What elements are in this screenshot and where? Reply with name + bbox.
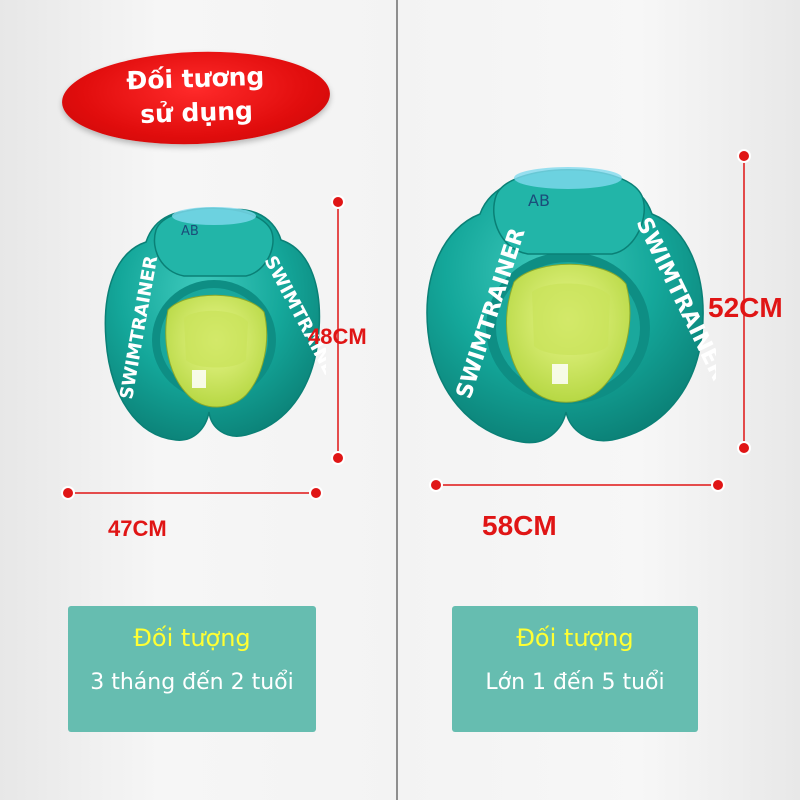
large-width-dimension <box>429 478 725 492</box>
small-height-dimension <box>331 195 345 465</box>
svg-text:AB: AB <box>181 224 199 239</box>
small-target-age: 3 tháng đến 2 tuổi <box>90 670 294 695</box>
center-divider <box>396 0 398 800</box>
large-width-label: 58CM <box>482 510 557 541</box>
target-users-badge: Đối tương sử dụng <box>60 47 332 149</box>
large-swim-float-image: AB SWIMTRAINER SWIMTRAINER <box>426 167 716 444</box>
small-target-box: Đối tượng 3 tháng đến 2 tuổi <box>68 606 316 732</box>
small-width-dimension <box>61 486 323 500</box>
small-target-title: Đối tượng <box>133 624 251 652</box>
svg-text:AB: AB <box>528 191 550 210</box>
large-target-box: Đối tượng Lớn 1 đến 5 tuổi <box>452 606 698 732</box>
float-headrest: AB <box>153 207 274 277</box>
small-swim-float-image: AB SWIMTRAINER SWIMTRAINER <box>104 207 326 441</box>
small-width-label: 47CM <box>108 516 167 541</box>
large-target-title: Đối tượng <box>516 624 634 652</box>
float-headrest: AB <box>493 167 646 255</box>
small-height-label: 48CM <box>308 324 367 349</box>
large-height-dimension <box>737 149 751 455</box>
large-target-age: Lớn 1 đến 5 tuổi <box>485 670 665 695</box>
large-height-label: 52CM <box>708 292 783 323</box>
float-seat <box>506 263 631 403</box>
float-seat <box>165 294 268 408</box>
